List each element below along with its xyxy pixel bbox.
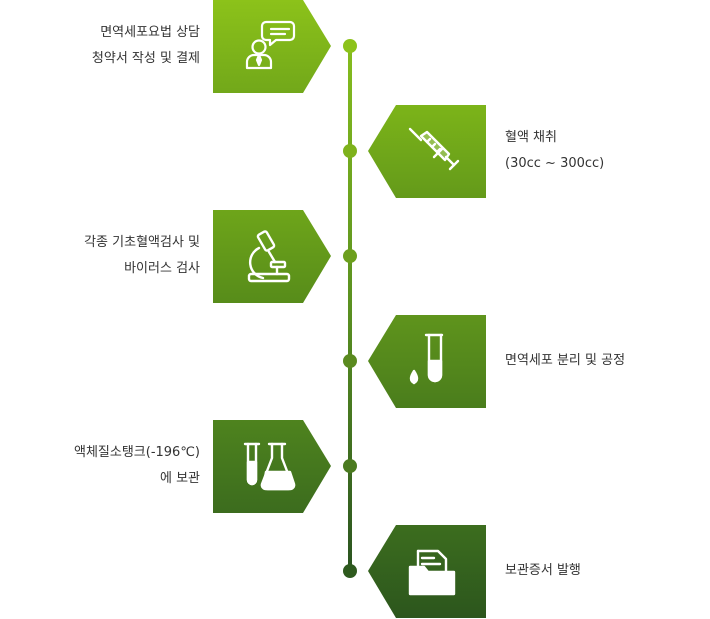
- syringe-icon: [402, 121, 462, 181]
- step-label-line: 각종 기초혈액검사 및: [84, 235, 200, 250]
- step-label-line: 에 보관: [159, 471, 200, 486]
- flask-tube-icon: [239, 436, 299, 496]
- step-label-line: 면역세포 분리 및 공정: [505, 353, 626, 368]
- step-label-line: 액체질소탱크(-196℃): [73, 445, 200, 460]
- step-label-line: 면역세포요법 상담: [100, 25, 200, 40]
- folder-document-icon: [402, 541, 462, 601]
- step-label-line: 혈액 채취: [505, 130, 557, 145]
- step-label: 액체질소탱크(-196℃) 에 보관: [0, 440, 200, 492]
- step-label: 보관증서 발행: [505, 558, 705, 584]
- timeline-dot: [343, 39, 357, 53]
- step-label: 면역세포 분리 및 공정: [505, 348, 705, 374]
- step-box: [368, 315, 486, 408]
- step-label-line: 바이러스 검사: [124, 261, 200, 276]
- microscope-icon: [239, 226, 299, 286]
- timeline-line: [348, 45, 352, 573]
- timeline-dot: [343, 459, 357, 473]
- step-box: [213, 420, 331, 513]
- timeline-dot: [343, 354, 357, 368]
- step-box: [213, 210, 331, 303]
- step-label-line: 보관증서 발행: [505, 563, 581, 578]
- timeline-dot: [343, 564, 357, 578]
- consultation-person-icon: [239, 16, 299, 76]
- step-label-line: (30cc ~ 300cc): [505, 156, 605, 171]
- step-label-line: 청약서 작성 및 결제: [91, 51, 200, 66]
- timeline-dot: [343, 144, 357, 158]
- test-tube-drop-icon: [402, 331, 462, 391]
- step-box: [368, 105, 486, 198]
- step-box: [213, 0, 331, 93]
- timeline-dot: [343, 249, 357, 263]
- step-label: 혈액 채취 (30cc ~ 300cc): [505, 125, 705, 177]
- step-box: [368, 525, 486, 618]
